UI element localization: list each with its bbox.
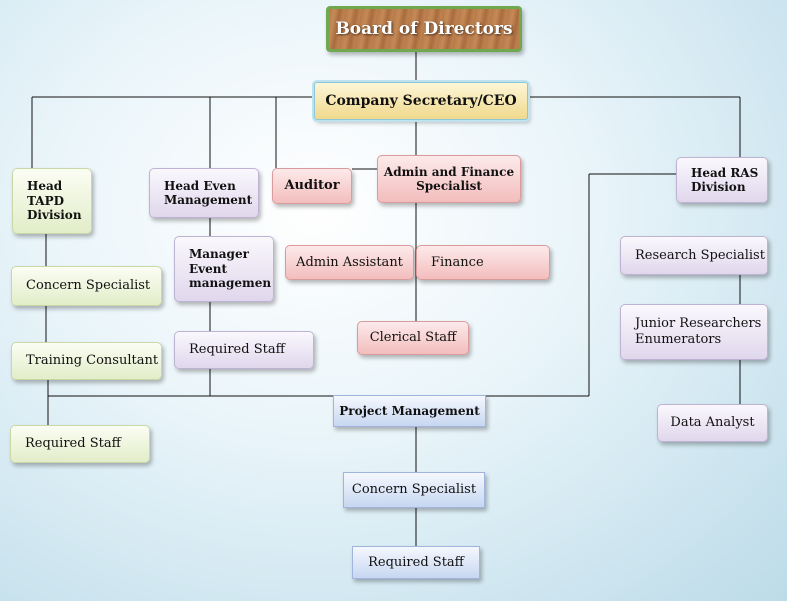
clerical-staff-node: Clerical Staff — [357, 321, 469, 355]
ceo-node: Company Secretary/CEO — [314, 82, 528, 120]
clerical-staff-label: Clerical Staff — [369, 330, 457, 346]
admin-assistant-node: Admin Assistant — [285, 245, 414, 280]
manager-event-management-node: Manager Event managemen — [174, 236, 274, 302]
junior-researchers-label: Junior Researchers Enumerators — [635, 316, 762, 347]
auditor-label: Auditor — [284, 178, 340, 194]
manager-event-management-label: Manager Event managemen — [189, 247, 272, 291]
training-consultant-label: Training Consultant — [26, 353, 159, 369]
junior-researchers-node: Junior Researchers Enumerators — [620, 304, 768, 360]
auditor-node: Auditor — [272, 168, 352, 204]
project-required-staff-node: Required Staff — [352, 546, 480, 579]
project-management-label: Project Management — [339, 403, 480, 418]
head-ras-label: Head RAS Division — [691, 165, 759, 194]
research-specialist-node: Research Specialist — [620, 236, 768, 275]
head-ras-node: Head RAS Division — [676, 157, 768, 203]
admin-finance-specialist-node: Admin and Finance Specialist — [377, 155, 521, 203]
finance-label: Finance — [431, 254, 484, 270]
project-management-node: Project Management — [333, 395, 486, 427]
project-concern-specialist-label: Concern Specialist — [351, 482, 477, 498]
board-of-directors-label: Board of Directors — [335, 18, 513, 39]
project-required-staff-label: Required Staff — [368, 554, 464, 570]
project-concern-specialist-node: Concern Specialist — [343, 472, 485, 508]
data-analyst-label: Data Analyst — [670, 415, 755, 431]
head-tapd-node: Head TAPD Division — [12, 168, 92, 234]
admin-finance-specialist-label: Admin and Finance Specialist — [383, 164, 515, 193]
research-specialist-label: Research Specialist — [635, 247, 765, 263]
finance-node: Finance — [416, 245, 550, 280]
head-event-management-node: Head Even Management — [149, 168, 259, 218]
board-of-directors-node: Board of Directors — [326, 6, 522, 52]
head-event-management-label: Head Even Management — [164, 178, 253, 207]
admin-assistant-label: Admin Assistant — [296, 254, 403, 270]
tapd-required-staff-label: Required Staff — [25, 436, 121, 452]
ceo-label: Company Secretary/CEO — [325, 92, 517, 109]
tapd-required-staff-node: Required Staff — [10, 425, 150, 463]
tapd-concern-specialist-label: Concern Specialist — [26, 278, 151, 294]
data-analyst-node: Data Analyst — [657, 404, 768, 442]
training-consultant-node: Training Consultant — [11, 342, 162, 380]
events-required-staff-node: Required Staff — [174, 331, 314, 369]
head-tapd-label: Head TAPD Division — [27, 179, 82, 223]
events-required-staff-label: Required Staff — [189, 342, 285, 358]
tapd-concern-specialist-node: Concern Specialist — [11, 266, 162, 306]
